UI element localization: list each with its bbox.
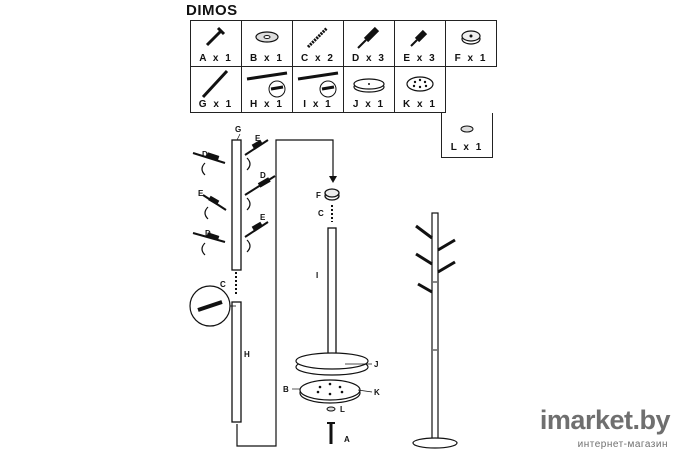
part-label-i: I x 1	[303, 99, 333, 110]
label-d1: D	[202, 150, 208, 159]
label-i: I	[316, 271, 318, 280]
product-title: DIMOS	[186, 2, 238, 19]
top-cap-icon	[461, 30, 481, 45]
assembled-stand	[412, 212, 458, 449]
part-label-f: F x 1	[454, 53, 488, 64]
label-k: K	[374, 388, 380, 397]
part-cell-c: C x 2	[292, 20, 344, 67]
pole-i	[327, 227, 337, 355]
part-label-c: C x 2	[301, 53, 335, 64]
bolt-icon	[205, 26, 226, 47]
watermark-brand: imarket.by	[539, 405, 671, 435]
part-cell-b: B x 1	[241, 20, 293, 67]
part-label-h: H x 1	[250, 99, 284, 110]
hook-d2	[192, 232, 226, 256]
label-h: H	[244, 350, 250, 359]
label-e3: E	[260, 213, 266, 222]
label-j: J	[374, 360, 378, 369]
part-label-g: G x 1	[198, 99, 234, 110]
part-label-l: L x 1	[450, 142, 484, 153]
hook-e3-right	[244, 221, 269, 253]
part-cell-h: H x 1	[241, 66, 293, 113]
pole-h	[231, 301, 242, 423]
part-cell-g: G x 1	[190, 66, 242, 113]
foot-pad-icon	[460, 125, 474, 133]
part-label-e: E x 3	[403, 53, 437, 64]
label-c-mid: C	[318, 209, 324, 218]
part-label-b: B x 1	[250, 53, 284, 64]
hook-e1-left	[202, 194, 227, 220]
base-plate-icon	[406, 76, 434, 92]
lower-pole-icon	[246, 71, 288, 98]
label-e2: E	[198, 189, 204, 198]
hook-d3-right	[244, 175, 276, 211]
parts-table: A x 1 B x 1 C x 2 D x 3	[190, 20, 497, 113]
part-cell-k: K x 1	[394, 66, 446, 113]
part-label-k: K x 1	[403, 99, 437, 110]
detail-pole	[197, 300, 223, 312]
foot-l	[326, 406, 336, 412]
label-d2: D	[260, 171, 266, 180]
label-c-left: C	[220, 280, 226, 289]
part-cell-l: L x 1	[441, 113, 493, 158]
label-a: A	[344, 435, 350, 444]
part-cell-d: D x 3	[343, 20, 395, 67]
washer-icon	[255, 31, 279, 43]
long-hook-icon	[357, 26, 380, 49]
label-b: B	[283, 385, 289, 394]
short-hook-icon	[410, 29, 428, 47]
part-cell-i: I x 1	[292, 66, 344, 113]
part-label-d: D x 3	[352, 53, 386, 64]
label-e1: E	[255, 134, 261, 143]
base-disc-icon	[353, 78, 385, 93]
part-cell-f: F x 1	[445, 20, 497, 67]
watermark-tagline: интернет-магазин	[577, 439, 668, 450]
hook-d1	[192, 152, 226, 176]
part-cell-a: A x 1	[190, 20, 242, 67]
hook-e2-right	[244, 139, 269, 171]
middle-pole-icon	[297, 71, 339, 98]
label-l: L	[340, 405, 345, 414]
connector-line	[236, 139, 334, 447]
part-cell-j: J x 1	[343, 66, 395, 113]
label-g: G	[235, 125, 241, 134]
part-label-a: A x 1	[199, 53, 233, 64]
part-label-j: J x 1	[352, 99, 386, 110]
dowel-screw-icon	[306, 26, 329, 49]
label-d3: D	[205, 229, 211, 238]
part-cell-e: E x 3	[394, 20, 446, 67]
pole-g	[231, 139, 242, 271]
label-f: F	[316, 191, 321, 200]
top-pole-icon	[201, 69, 229, 99]
